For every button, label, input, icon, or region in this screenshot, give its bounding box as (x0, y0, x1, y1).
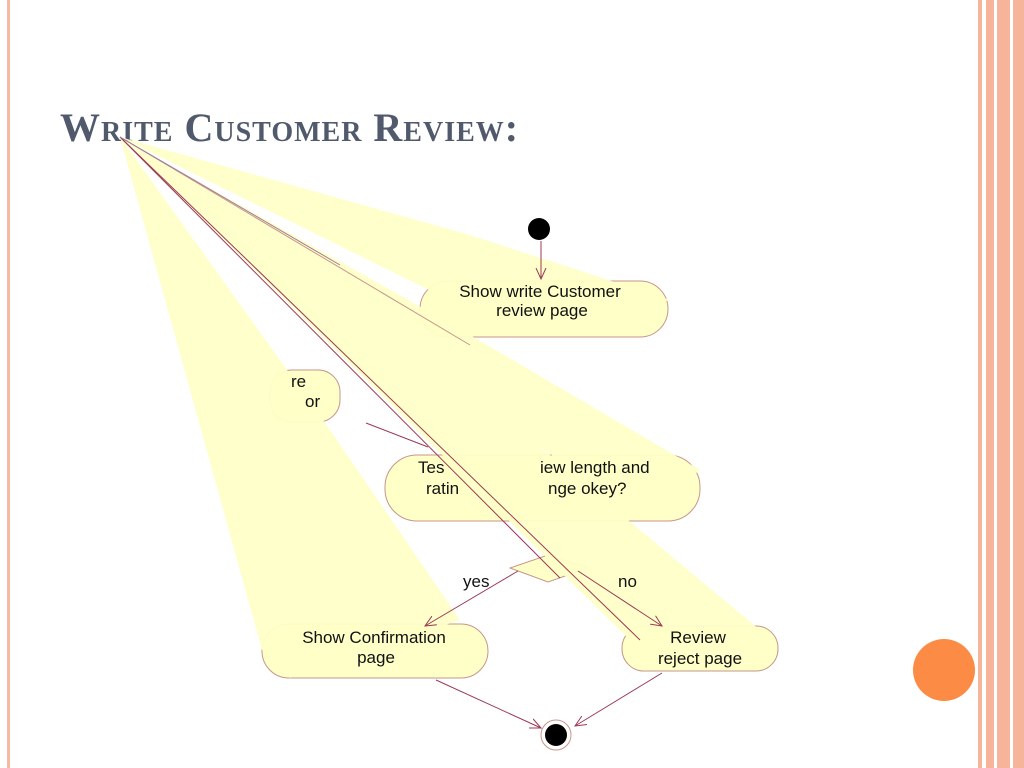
node-partial-label-1: re (291, 372, 306, 391)
edge-reject-to-end (575, 672, 663, 726)
edge-yes-label: yes (463, 572, 489, 591)
accent-circle-icon (913, 639, 975, 701)
node-confirm-label-2: page (357, 648, 395, 667)
node-reject-label-1: Review (670, 628, 726, 647)
node-test-label-2a: ratin (426, 479, 459, 498)
edge-partial-to-test (365, 422, 429, 448)
right-border-gap (1010, 0, 1013, 768)
end-node (545, 724, 567, 746)
edge-confirm-to-end (435, 679, 541, 728)
node-reject-label-2: reject page (658, 649, 742, 668)
callout-line-4 (119, 136, 341, 266)
node-partial-label-2: or (305, 392, 320, 411)
node-show-write-label-1: Show write Customer (459, 282, 621, 301)
callout-wedge-left (120, 137, 460, 678)
node-test-label-1a: Tes (418, 458, 444, 477)
callout-wedge-mid (120, 137, 700, 520)
edge-no-label: no (618, 572, 637, 591)
callout-wedge-right (120, 137, 760, 650)
callout-line-3 (119, 136, 641, 641)
node-confirm-label-1: Show Confirmation (302, 628, 446, 647)
right-border-stripe-thin (978, 0, 982, 768)
right-border-stripe-mid (986, 0, 994, 768)
callout-wedge-top (120, 137, 670, 335)
node-show-write-label-2: review page (496, 301, 588, 320)
node-test-label-2b: nge okey? (548, 479, 626, 498)
edge-no (577, 570, 662, 626)
callout-line-2 (119, 136, 561, 579)
callout-line-1 (119, 136, 471, 346)
left-border-line (7, 0, 10, 768)
node-test-label-1b: iew length and (540, 458, 650, 477)
edge-yes (425, 570, 519, 626)
start-node (528, 218, 550, 240)
